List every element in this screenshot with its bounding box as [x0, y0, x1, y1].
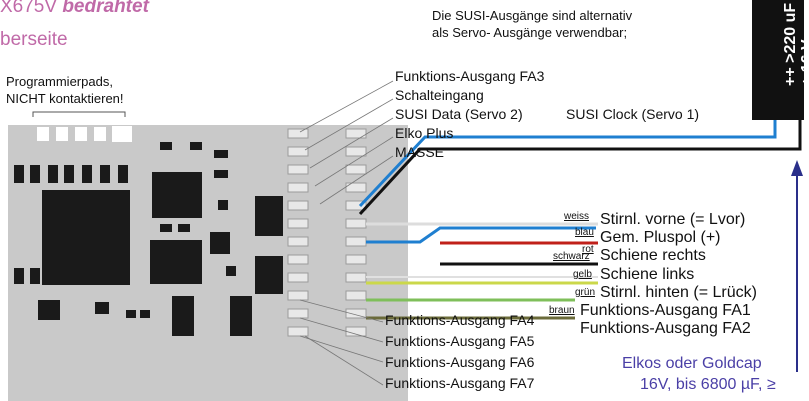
susi-note-line-2: als Servo- Ausgänge verwendbar; [432, 25, 628, 40]
elko-arrow-head [791, 160, 803, 176]
pads-note-line-1: Programmierpads, [6, 74, 113, 89]
upper-leader-lines [299, 80, 394, 205]
label-fa3: Funktions-Ausgang FA3 [395, 68, 545, 84]
components [14, 142, 283, 336]
label-susi-clock: SUSI Clock (Servo 1) [566, 106, 700, 122]
capacitor-label-line-1: ++ >220 uF [782, 2, 799, 86]
title-prefix: X675V [0, 0, 58, 17]
capacitor-label: ++ >220 uF + 16 V [782, 3, 809, 86]
wire-label-gem-pluspol: Gem. Pluspol (+) [600, 229, 721, 246]
wire-color-schwarz: schwarz [553, 251, 590, 262]
title-line-2: berseite [0, 29, 68, 50]
label-masse: MASSE [395, 144, 445, 160]
wire-label-fa2: Funktions-Ausgang FA2 [580, 320, 751, 337]
title-emphasis: bedrahtet [62, 0, 149, 17]
elko-note-line-1: Elkos oder Goldcap [622, 355, 762, 372]
pads-bracket [32, 111, 126, 117]
wire-blau [366, 226, 596, 244]
elko-plus-wire [358, 118, 777, 208]
label-fa4: Funktions-Ausgang FA4 [385, 312, 535, 328]
programming-pads [37, 126, 132, 142]
label-elko-plus: Elko Plus [395, 125, 454, 141]
wire-color-weiss: weiss [564, 211, 590, 222]
wire-label-schiene-rechts: Schiene rechts [600, 247, 706, 264]
wire-color-gruen: grün [575, 287, 596, 298]
label-fa7: Funktions-Ausgang FA7 [385, 375, 535, 391]
label-susi-data: SUSI Data (Servo 2) [395, 106, 523, 122]
susi-note-line-1: Die SUSI-Ausgänge sind alternativ [432, 8, 633, 23]
label-fa6: Funktions-Ausgang FA6 [385, 354, 535, 370]
wire-color-braun: braun [549, 305, 575, 316]
title-line-1: X675V bedrahtet [0, 0, 149, 18]
wire-color-blau: blau [575, 227, 594, 238]
pads-note-line-2: NICHT kontaktieren! [6, 91, 124, 106]
masse-wire [358, 118, 802, 216]
wire-label-fa1: Funktions-Ausgang FA1 [580, 302, 751, 319]
wire-label-schiene-links: Schiene links [600, 266, 695, 283]
solder-pads-right [345, 128, 367, 337]
wire-color-gelb: gelb [573, 269, 592, 280]
wire-label-stirnl-hinten: Stirnl. hinten (= Lrück) [600, 284, 757, 301]
label-fa5: Funktions-Ausgang FA5 [385, 333, 535, 349]
wire-color-rot: rot [582, 244, 594, 255]
capacitor-label-line-2: + 16 V [799, 39, 809, 86]
lower-leader-lines [299, 299, 384, 386]
solder-pads-left [287, 128, 309, 337]
label-schalteingang: Schalteingang [395, 87, 484, 103]
wire-label-stirnl-vorne: Stirnl. vorne (= Lvor) [600, 211, 746, 228]
capacitor-body [752, 0, 804, 120]
elko-note-line-2: 16V, bis 6800 µF, ≥ [640, 376, 776, 393]
